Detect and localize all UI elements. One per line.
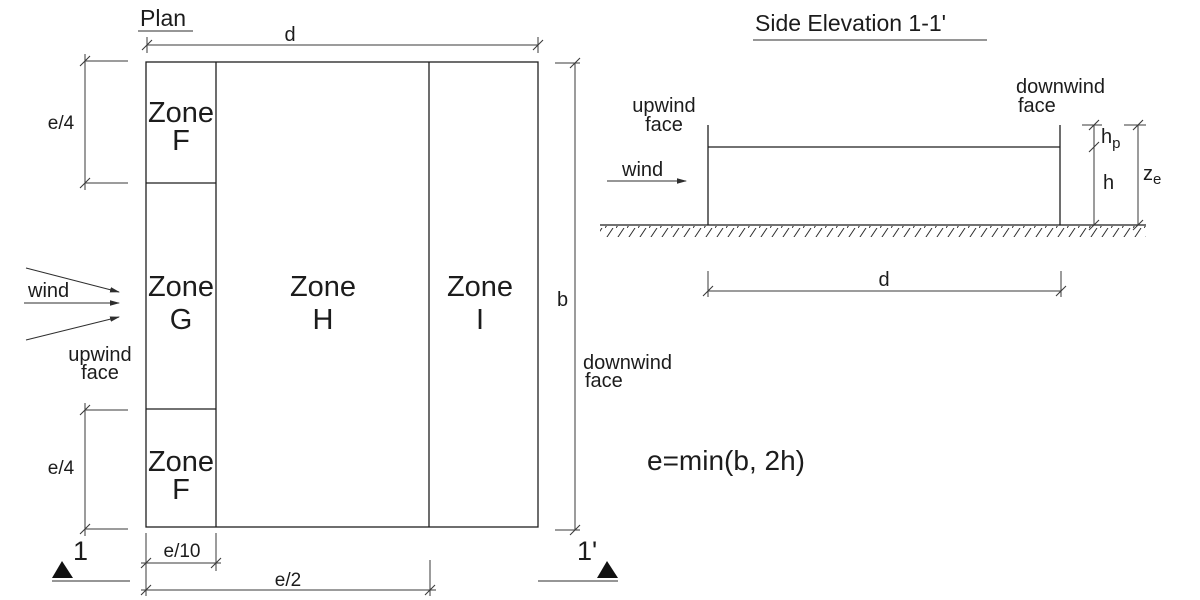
plan-wind-label: wind — [27, 280, 69, 302]
plan-dim-d-label: d — [284, 24, 295, 46]
section-marker-1-prime-triangle — [597, 561, 618, 578]
elevation-dim-d-label: d — [878, 269, 889, 291]
ground-hatching — [600, 226, 1146, 237]
zone-f-bottom-label-line2: F — [172, 474, 190, 506]
elevation-ground — [600, 224, 1146, 237]
zone-f-top-label-line1: Zone — [148, 97, 214, 129]
plan-wind-arrows: wind — [24, 267, 120, 341]
plan-rect — [145, 61, 539, 528]
section-marker-1-triangle — [52, 561, 73, 578]
plan-dim-e4-top-label: e/4 — [48, 113, 75, 134]
elevation-dim-hp-label: hp — [1101, 126, 1120, 152]
plan-downwind-face-line2: face — [585, 370, 623, 392]
zone-f-bottom-label-line1: Zone — [148, 446, 214, 478]
wind-arrow-bottom — [25, 316, 120, 341]
elevation-dim-ze: ze — [1124, 119, 1161, 231]
plan-dim-e10-label: e/10 — [164, 541, 201, 562]
plan-dim-e10: e/10 — [140, 533, 222, 596]
zone-g-label-line2: G — [170, 304, 193, 336]
plan-dim-b-label: b — [557, 289, 568, 311]
plan-title: Plan — [140, 5, 186, 31]
plan-downwind-face-line1: downwind — [583, 352, 672, 374]
elevation-wind: wind — [607, 159, 687, 184]
elevation-dim-h-label: h — [1103, 172, 1114, 194]
elevation-dim-d: d — [702, 269, 1067, 297]
formula-e-min: e=min(b, 2h) — [647, 445, 805, 476]
plan-dim-d: d — [141, 24, 544, 53]
plan-dim-e2: e/2 — [140, 560, 436, 596]
wind-arrow-top — [25, 267, 120, 293]
zone-i-label-line1: Zone — [447, 271, 513, 303]
section-marker-1-prime-label: 1' — [577, 536, 597, 566]
elevation-title: Side Elevation 1-1' — [755, 10, 946, 36]
section-marker-1-prime: 1' — [538, 536, 618, 582]
elevation-dim-ze-label: ze — [1143, 163, 1161, 188]
zone-i-label-line2: I — [476, 304, 484, 336]
section-marker-1-label: 1 — [73, 536, 88, 566]
section-marker-1: 1 — [52, 536, 130, 582]
zone-h-label-line1: Zone — [290, 271, 356, 303]
elevation-downwind-face-line1: downwind — [1016, 76, 1105, 98]
zone-labels: Zone F Zone G Zone H Zone I Zone F — [148, 97, 513, 506]
zone-f-top-label-line2: F — [172, 125, 190, 157]
plan-building-outline — [145, 61, 539, 528]
plan-dim-e4-bottom-label: e/4 — [48, 458, 75, 479]
elevation-building — [707, 125, 1061, 225]
plan-dim-e4-top: e/4 — [48, 54, 128, 190]
elevation-downwind-face-line2: face — [1018, 95, 1056, 117]
zone-g-label-line1: Zone — [148, 271, 214, 303]
plan-dim-e2-label: e/2 — [275, 570, 301, 591]
elevation-upwind-face-line2: face — [645, 114, 683, 136]
elevation-upwind-face-line1: upwind — [632, 95, 695, 117]
plan-upwind-face-line1: upwind — [68, 344, 131, 366]
plan-dim-e4-bottom: e/4 — [48, 403, 128, 536]
elevation-dim-h-hp: hp h — [1082, 119, 1120, 231]
elevation-wind-label: wind — [621, 159, 663, 181]
side-elevation-view: Side Elevation 1-1' upwind face downwind… — [600, 10, 1161, 297]
plan-upwind-face-line2: face — [81, 362, 119, 384]
plan-dim-b: b — [555, 57, 581, 536]
plan-face-labels: upwind face downwind face — [68, 344, 672, 392]
zone-h-label-line2: H — [313, 304, 334, 336]
plan-view: Plan Zone F Zone G Zone H Zone I Zone F — [24, 5, 672, 596]
